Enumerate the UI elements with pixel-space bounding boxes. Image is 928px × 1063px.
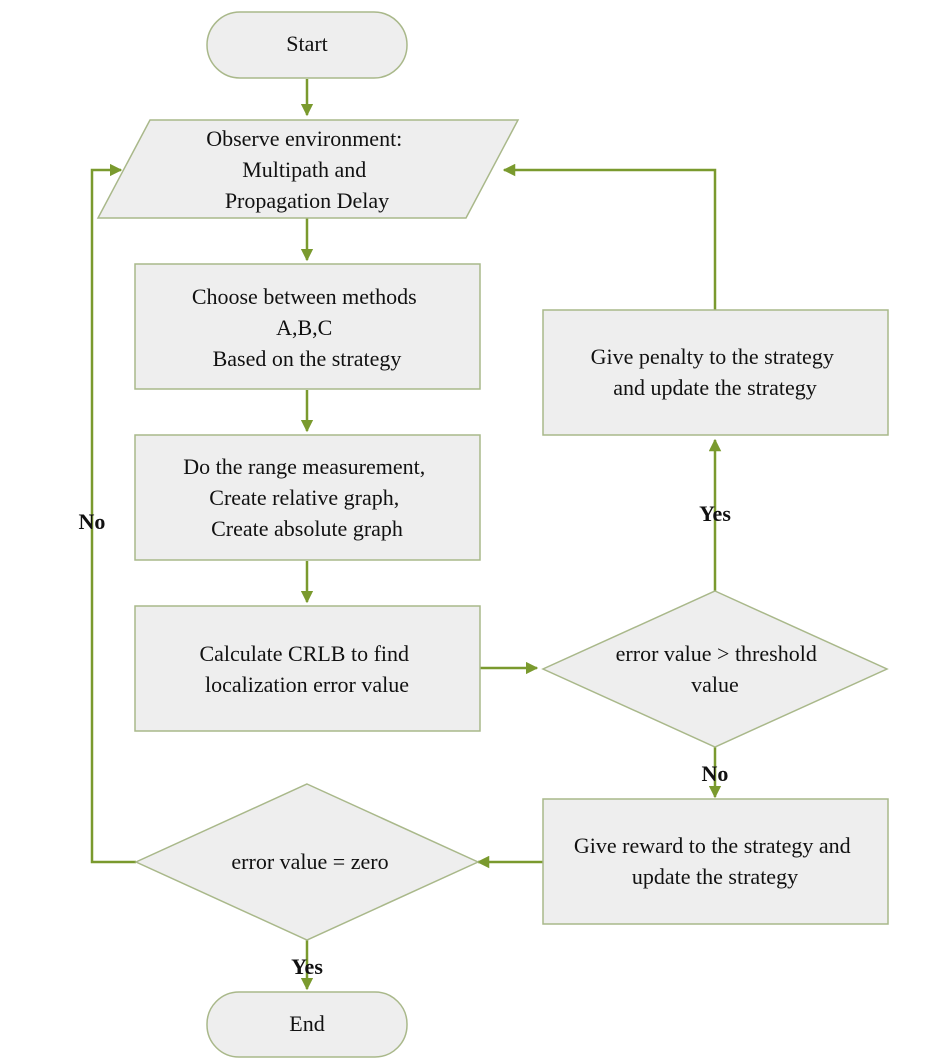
reward-label: Give reward to the strategy and update t… [574,833,856,889]
range-measurement-process: Do the range measurement, Create relativ… [134,434,481,561]
choose-method-process: Choose between methods A,B,C Based on th… [134,263,481,390]
observe-environment-label: Observe environment: Multipath and Propa… [206,126,408,213]
start-terminator: Start [206,11,408,79]
zero-yes-label: Yes [291,954,323,979]
penalty-label: Give penalty to the strategy and update … [591,344,840,400]
zero-no-label: No [79,509,106,534]
zero-decision-label: error value = zero [231,849,388,874]
connectors [90,79,722,991]
zero-decision: error value = zero [134,783,480,941]
calculate-crlb-process: Calculate CRLB to find localization erro… [134,605,481,732]
edge-penalty-to-observe [502,163,717,310]
choose-method-label: Choose between methods A,B,C Based on th… [192,284,422,371]
end-terminator: End [206,991,408,1058]
start-label: Start [286,31,328,56]
range-measurement-label: Do the range measurement, Create relativ… [183,454,430,541]
penalty-process: Give penalty to the strategy and update … [542,309,889,436]
threshold-no-label: No [702,761,729,786]
calculate-crlb-label: Calculate CRLB to find localization erro… [199,641,414,697]
edge-zero-to-observe [90,163,136,864]
observe-environment-input: Observe environment: Multipath and Propa… [96,119,520,219]
end-label: End [289,1011,324,1036]
threshold-decision-label: error value > threshold value [616,641,823,697]
reward-process: Give reward to the strategy and update t… [542,798,889,925]
threshold-decision: error value > threshold value [541,590,889,748]
threshold-yes-label: Yes [699,501,731,526]
